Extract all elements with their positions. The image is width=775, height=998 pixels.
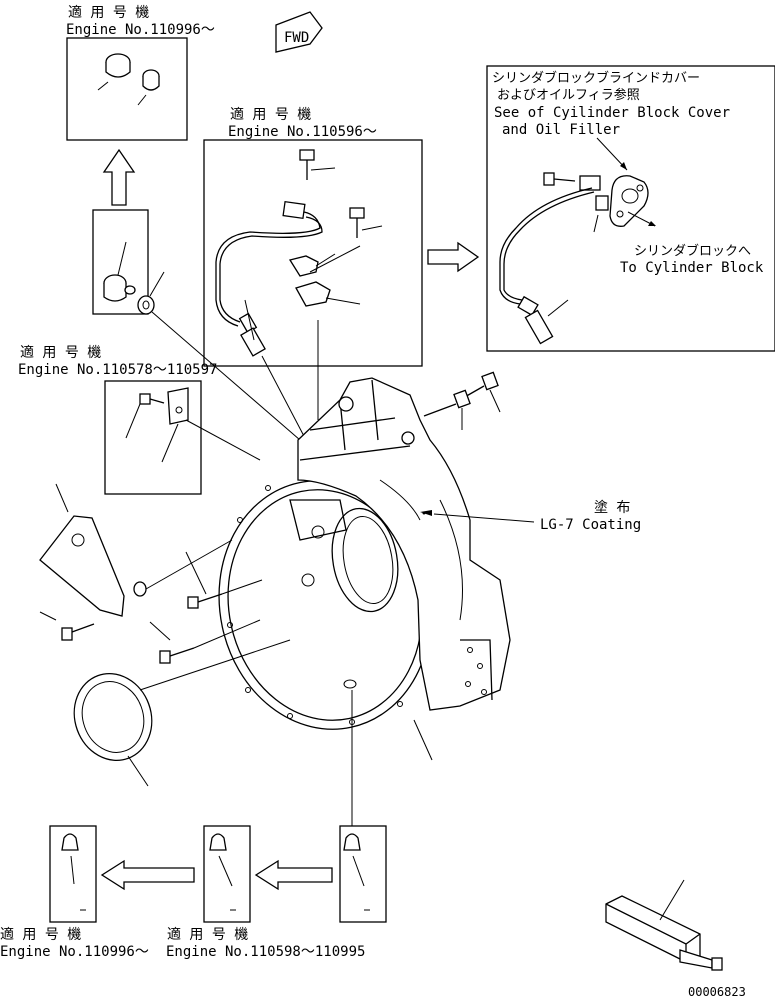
- inset-mid-left: 適 用 号 機 Engine No.110578～110597: [18, 344, 261, 495]
- speed-sensor-part: [238, 299, 266, 357]
- bolt-part-7: [39, 611, 95, 641]
- bolt-part-2: [349, 207, 383, 238]
- bracket-plate-part: [39, 483, 125, 617]
- orientation-symbol-icon: [605, 879, 723, 971]
- left-arrow-icon: [100, 859, 195, 891]
- bolt-part: [299, 149, 336, 180]
- inset-right-frame: [486, 65, 775, 352]
- inset-mid-left-frame: [104, 380, 202, 495]
- inset-top-left: 適 用 号 機 Engine No.110996～: [66, 4, 215, 141]
- seal-ring-part: [73, 639, 291, 787]
- inset-bottom-mid-engine: Engine No.110598～110995: [166, 944, 365, 960]
- drawing-number: 00006823: [688, 985, 746, 998]
- inset-bottom-3: [339, 825, 387, 923]
- inset-bottom-2: [203, 825, 251, 923]
- inset-center-jp: 適 用 号 機: [230, 106, 311, 123]
- fwd-label: FWD: [284, 30, 309, 46]
- inset-bottom-mid-jp: 適 用 号 機: [167, 926, 248, 943]
- inset-right-jp1: シリンダブロックブラインドカバー: [492, 70, 700, 86]
- coating-jp: 塗 布: [594, 499, 630, 516]
- plug-part-3: [343, 833, 370, 911]
- bolt-part-8: [149, 619, 261, 664]
- inset-mid-left-jp: 適 用 号 機: [20, 344, 101, 361]
- inset-bottom-left-engine: Engine No.110996～: [0, 944, 149, 960]
- inset-right-en2: and Oil Filler: [502, 122, 620, 138]
- inset-right-en1: See of Cyilinder Block Cover: [494, 105, 730, 121]
- inset-top-left-frame: [66, 37, 188, 141]
- bolt-part-6: [185, 551, 263, 609]
- clamp-part-2: [295, 281, 331, 307]
- bolt-part-4: [125, 393, 165, 439]
- inset-right-jp2: およびオイルフィラ参照: [497, 87, 640, 103]
- connector-part: [215, 200, 323, 327]
- clamp-part: [288, 255, 319, 277]
- inset-mid-left-engine: Engine No.110578～110597: [18, 362, 217, 378]
- washer-part: [137, 271, 301, 441]
- speed-sensor-part-2: [517, 295, 554, 345]
- inset-left-sensor: [92, 209, 149, 315]
- plug-part-2: [209, 833, 236, 911]
- left-arrow-icon-2: [254, 859, 333, 891]
- inset-bottom-1: [49, 825, 97, 923]
- inset-center-engine: Engine No.110596～: [228, 124, 377, 140]
- inset-top-left-jp: 適 用 号 機: [68, 4, 149, 21]
- inset-top-left-engine: Engine No.110996～: [66, 22, 215, 38]
- right-arrow-icon: [427, 241, 480, 273]
- plug-part: [61, 833, 86, 911]
- fwd-arrow-icon: FWD: [275, 11, 323, 53]
- flywheel-housing: [218, 377, 511, 730]
- bolt-part-3: [543, 172, 609, 211]
- to-block-jp: シリンダブロックへ: [634, 243, 751, 259]
- bracket-part: [161, 387, 261, 463]
- coating-en: LG-7 Coating: [540, 517, 641, 533]
- up-arrow-icon: [102, 148, 136, 206]
- inset-right: シリンダブロックブラインドカバー およびオイルフィラ参照 See of Cyil…: [486, 65, 775, 352]
- inset-center-frame: [203, 139, 423, 367]
- coating-note: 塗 布 LG-7 Coating: [420, 499, 641, 533]
- sensor-part: [97, 53, 160, 106]
- bolt-part-5: [423, 371, 501, 430]
- inset-center: 適 用 号 機 Engine No.110596～: [203, 106, 423, 441]
- to-block-en: To Cylinder Block: [620, 260, 764, 276]
- inset-bottom-left-jp: 適 用 号 機: [0, 926, 81, 943]
- cover-plate-part: [609, 175, 649, 227]
- washer-part-2: [133, 539, 233, 597]
